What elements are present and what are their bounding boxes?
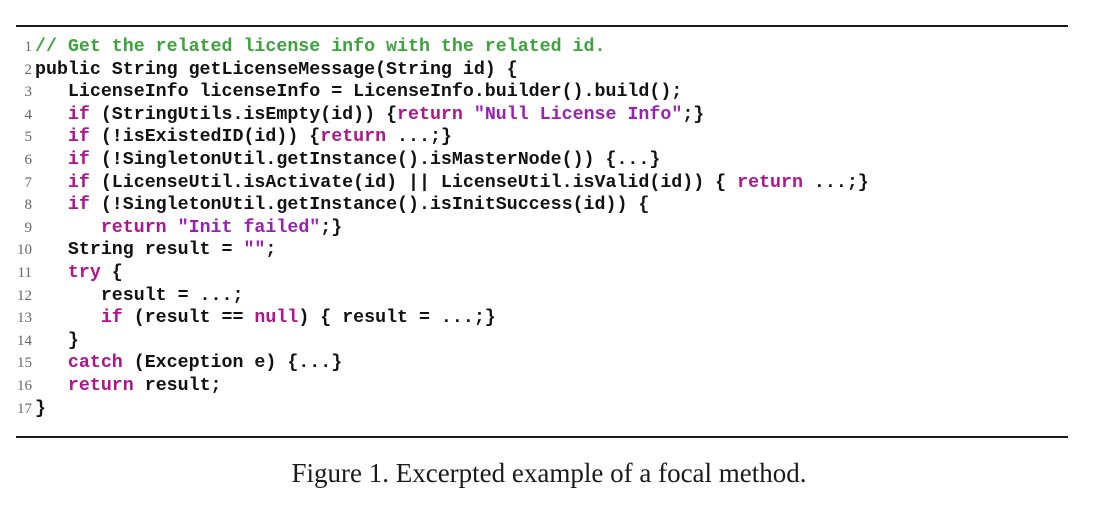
code-token-keyword: if [35, 127, 90, 148]
code-token-plain: (StringUtils.isEmpty(id)) { [89, 104, 398, 125]
top-rule [16, 25, 1068, 27]
code-token-plain: (Exception e) {...} [122, 353, 343, 374]
code-token-plain: ; [265, 240, 277, 261]
line-number: 12 [17, 287, 32, 304]
code-token-plain: ...;} [386, 127, 452, 148]
code-token-plain: ...;} [802, 172, 869, 193]
code-line: 14 } [10, 330, 1080, 353]
code-token-keyword: return [320, 127, 387, 148]
line-number: 10 [17, 242, 32, 259]
code-token-plain: LicenseInfo licenseInfo = LicenseInfo.bu… [35, 82, 683, 103]
code-text: if (!SingletonUtil.getInstance().isInitS… [35, 194, 649, 217]
line-number: 13 [17, 310, 32, 327]
code-token-keyword: if [35, 308, 123, 329]
code-token-plain: String result = [35, 240, 244, 261]
code-text: LicenseInfo licenseInfo = LicenseInfo.bu… [35, 81, 682, 104]
code-token-plain: ;} [682, 104, 705, 125]
code-text: if (LicenseUtil.isActivate(id) || Licens… [35, 172, 869, 195]
line-number: 5 [24, 129, 33, 146]
code-text: } [35, 330, 79, 353]
code-token-string: "Init failed" [177, 217, 321, 238]
code-token-plain: { [100, 262, 123, 283]
figure-caption: Figure 1. Excerpted example of a focal m… [291, 458, 807, 488]
bottom-rule [16, 436, 1068, 438]
code-token-keyword: if [35, 149, 90, 170]
code-text: // Get the related license info with the… [35, 36, 605, 59]
code-line: 7 if (LicenseUtil.isActivate(id) || Lice… [10, 172, 1080, 195]
code-text: } [35, 398, 46, 421]
code-token-string: "" [243, 240, 266, 261]
code-text: if (!isExistedID(id)) {return ...;} [35, 126, 452, 149]
code-listing: 1// Get the related license info with th… [10, 36, 1080, 420]
code-line: 17} [10, 398, 1080, 421]
line-number: 6 [24, 151, 33, 168]
line-number: 3 [24, 84, 33, 101]
line-number: 1 [24, 39, 33, 55]
code-text: public String getLicenseMessage(String i… [35, 59, 518, 82]
code-token-plain: (!SingletonUtil.getInstance().isInitSucc… [89, 195, 650, 216]
code-token-keyword: return [737, 172, 803, 193]
code-token-plain: (LicenseUtil.isActivate(id) || LicenseUt… [89, 172, 738, 193]
code-line: 1// Get the related license info with th… [10, 36, 1080, 59]
code-line: 13 if (result == null) { result = ...;} [10, 307, 1080, 330]
code-text: return result; [35, 375, 222, 398]
code-text: if (StringUtils.isEmpty(id)) {return "Nu… [35, 104, 704, 127]
line-number: 9 [24, 219, 33, 236]
code-text: String result = ""; [35, 239, 276, 262]
line-number: 16 [17, 377, 32, 394]
code-line: 9 return "Init failed";} [10, 217, 1080, 240]
code-token-plain: } [35, 330, 79, 351]
code-token-plain: (!SingletonUtil.getInstance().isMasterNo… [89, 149, 661, 170]
code-token-plain: ;} [320, 217, 343, 238]
code-text: catch (Exception e) {...} [35, 352, 342, 375]
code-token-keyword: try [35, 262, 101, 283]
code-token-keyword: if [35, 104, 90, 125]
code-line: 4 if (StringUtils.isEmpty(id)) {return "… [10, 104, 1080, 127]
code-token-plain: public String getLicenseMessage(String i… [35, 59, 518, 80]
code-token-comment: // Get the related license info with the… [35, 37, 606, 57]
line-number: 11 [17, 264, 32, 281]
code-line: 10 String result = ""; [10, 239, 1080, 262]
code-token-plain: ) { result = ...;} [298, 308, 496, 329]
code-line: 16 return result; [10, 375, 1080, 398]
code-token-keyword: if [35, 195, 90, 216]
code-token-plain: result = ...; [35, 285, 244, 306]
line-number: 2 [24, 61, 33, 78]
code-line: 15 catch (Exception e) {...} [10, 352, 1080, 375]
code-line: 6 if (!SingletonUtil.getInstance().isMas… [10, 149, 1080, 172]
line-number: 14 [17, 332, 32, 349]
line-number: 7 [24, 174, 33, 191]
line-number: 4 [24, 106, 33, 123]
code-text: if (!SingletonUtil.getInstance().isMaste… [35, 149, 660, 172]
code-token-string: "Null License Info" [473, 104, 683, 125]
code-token-keyword: return [35, 217, 167, 238]
code-token-keyword: return [35, 375, 134, 396]
code-line: 5 if (!isExistedID(id)) {return ...;} [10, 126, 1080, 149]
code-line: 8 if (!SingletonUtil.getInstance().isIni… [10, 194, 1080, 217]
code-line: 11 try { [10, 262, 1080, 285]
code-text: try { [35, 262, 123, 285]
code-text: return "Init failed";} [35, 217, 342, 240]
code-token-keyword: return [397, 104, 463, 125]
code-text: if (result == null) { result = ...;} [35, 307, 496, 330]
code-token-plain [167, 218, 178, 238]
code-token-plain [463, 105, 474, 125]
code-token-keyword: catch [35, 353, 123, 374]
line-number: 17 [17, 400, 32, 417]
line-number: 15 [17, 355, 32, 372]
code-text: result = ...; [35, 285, 244, 308]
code-line: 3 LicenseInfo licenseInfo = LicenseInfo.… [10, 81, 1080, 104]
code-token-plain: (!isExistedID(id)) { [89, 127, 321, 148]
code-token-keyword: if [35, 172, 90, 193]
code-token-keyword: null [254, 308, 299, 329]
line-number: 8 [24, 197, 33, 214]
code-token-plain: (result == [122, 308, 255, 329]
code-token-plain: } [35, 398, 46, 419]
code-token-plain: result; [133, 375, 222, 396]
code-line: 12 result = ...; [10, 285, 1080, 308]
